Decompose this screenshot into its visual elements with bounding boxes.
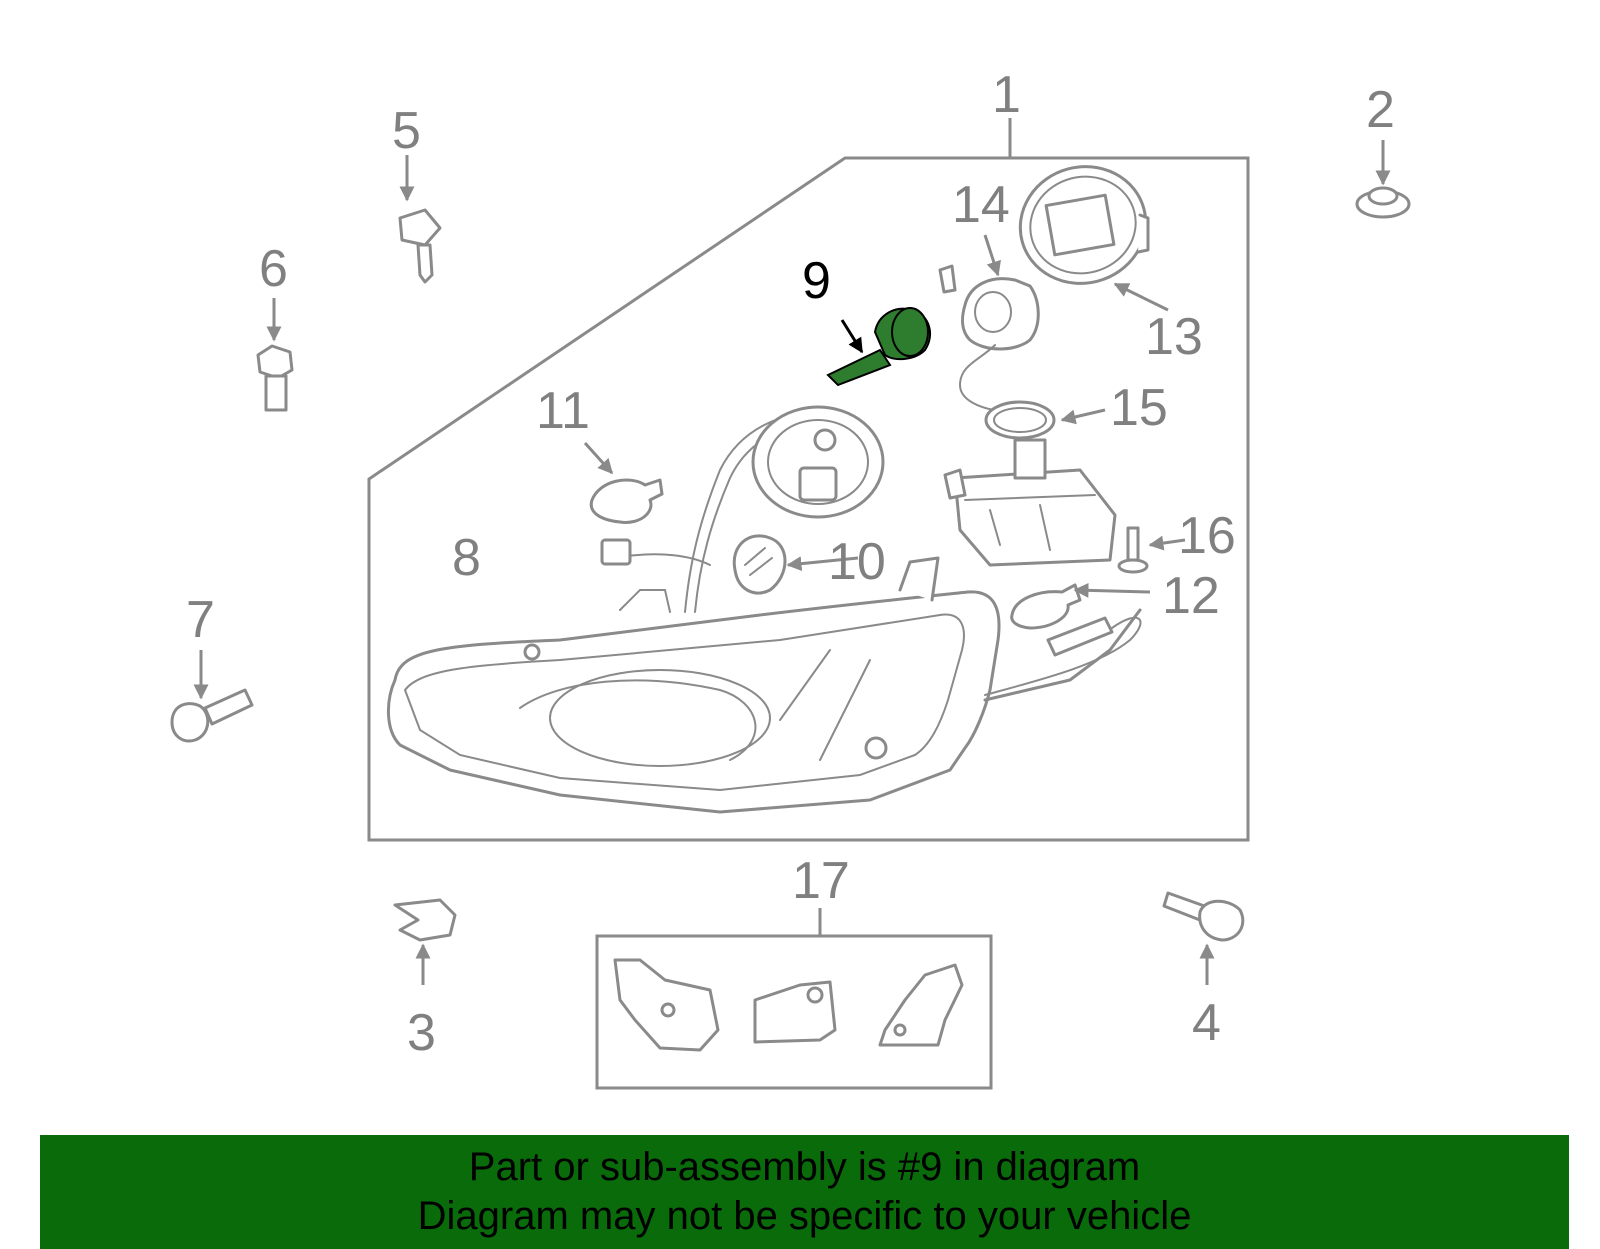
callout-16: 16 bbox=[1178, 507, 1236, 565]
part-14-hid-bulb bbox=[958, 234, 1040, 413]
callout-7: 7 bbox=[186, 591, 215, 649]
part-17-brackets bbox=[613, 958, 964, 1052]
callout-1: 1 bbox=[992, 66, 1021, 124]
callout-11: 11 bbox=[536, 382, 590, 440]
part-11-bulb bbox=[583, 441, 664, 524]
callout-12: 12 bbox=[1162, 567, 1220, 625]
callout-2: 2 bbox=[1366, 81, 1395, 139]
part-9-highlighted-bulb bbox=[826, 307, 932, 387]
hid-ballast bbox=[943, 438, 1117, 567]
callout-3: 3 bbox=[407, 1004, 436, 1062]
callout-17: 17 bbox=[792, 852, 850, 910]
callout-13: 13 bbox=[1145, 308, 1203, 366]
part-10-bulb bbox=[732, 534, 859, 595]
part-4-bolt bbox=[1162, 891, 1245, 985]
part-2-grommet bbox=[1355, 140, 1411, 219]
bulb-socket-cover bbox=[751, 405, 885, 519]
bracket-group-outline bbox=[595, 934, 993, 1090]
small-clip bbox=[938, 264, 957, 294]
part-16-screw bbox=[1117, 526, 1186, 574]
part-6-bolt bbox=[256, 298, 294, 412]
part-7-bolt bbox=[170, 650, 254, 743]
assembly-outline bbox=[367, 156, 1250, 842]
part-13-igniter-cover bbox=[1018, 165, 1169, 312]
part-5-bolt bbox=[398, 155, 442, 284]
part-12-bulb-socket bbox=[984, 582, 1151, 696]
callout-15: 15 bbox=[1110, 379, 1168, 437]
callout-14: 14 bbox=[952, 176, 1010, 234]
banner-line-2: Diagram may not be specific to your vehi… bbox=[417, 1194, 1192, 1238]
part-3-clip bbox=[393, 898, 457, 985]
callout-6: 6 bbox=[259, 240, 288, 298]
callout-5: 5 bbox=[392, 102, 421, 160]
callout-10: 10 bbox=[828, 533, 886, 591]
info-banner: Part or sub-assembly is #9 in diagram Di… bbox=[40, 1135, 1569, 1249]
callout-4: 4 bbox=[1192, 994, 1221, 1052]
callout-9: 9 bbox=[802, 252, 831, 310]
callout-8: 8 bbox=[452, 529, 481, 587]
banner-line-1: Part or sub-assembly is #9 in diagram bbox=[468, 1145, 1141, 1189]
part-15-wire-loop bbox=[984, 400, 1106, 440]
